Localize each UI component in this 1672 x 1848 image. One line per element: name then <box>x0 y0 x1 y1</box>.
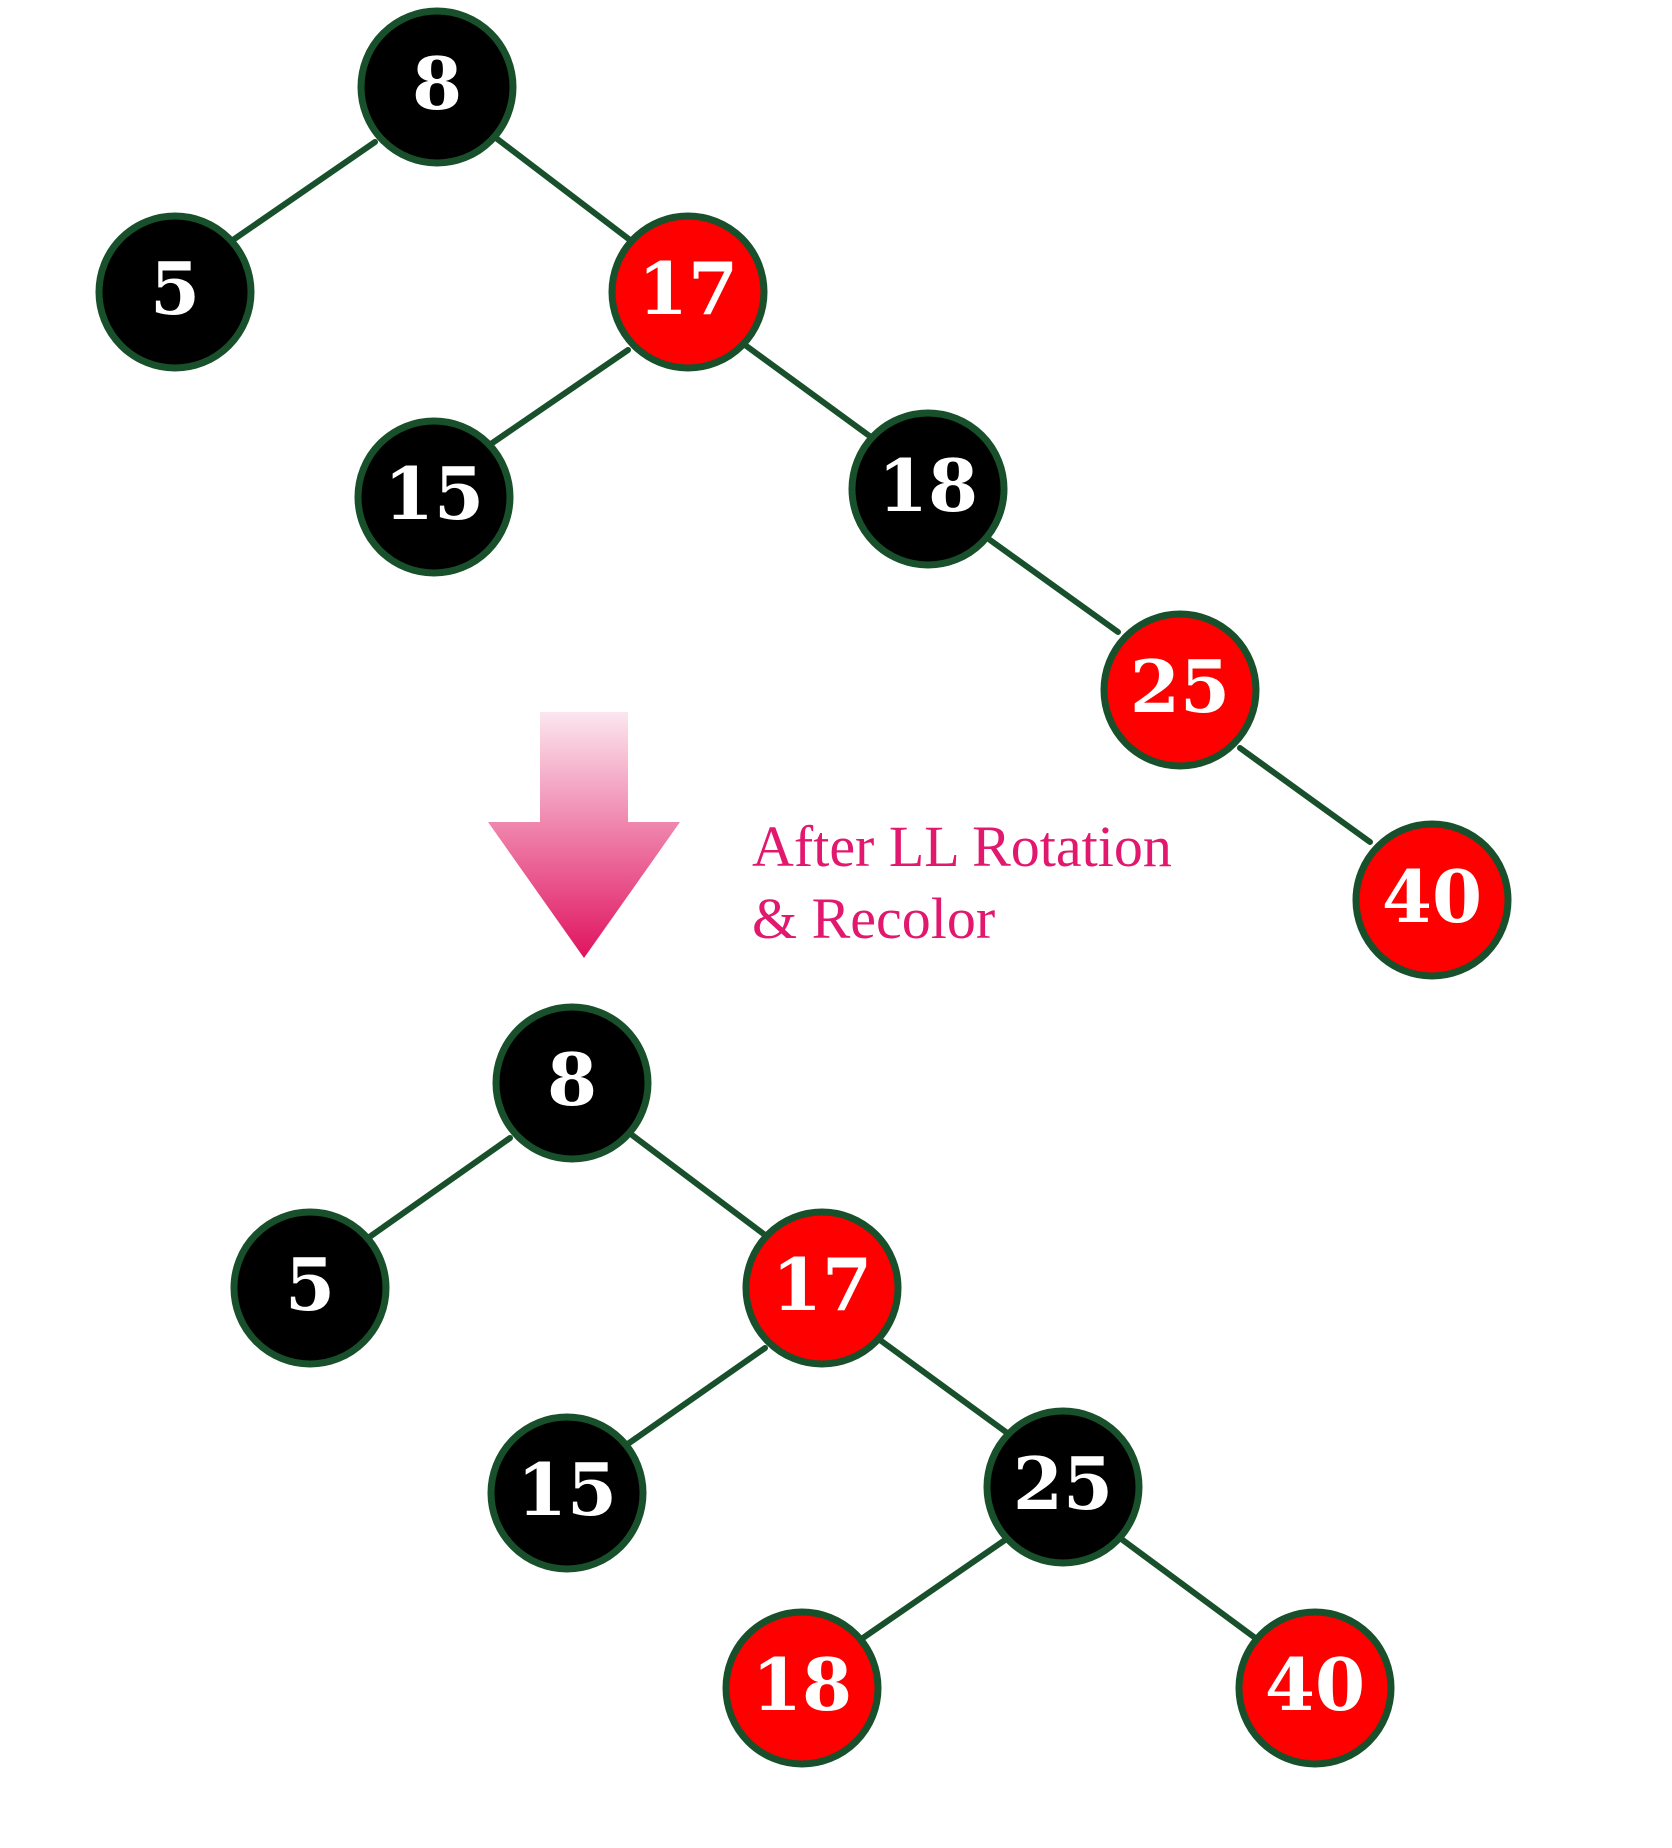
before-node-25-circle <box>1100 610 1260 770</box>
before-node-18-label: 18 <box>878 443 978 528</box>
before-tree-edges <box>227 135 1373 845</box>
before-node-17-circle <box>608 212 768 372</box>
before-node-15-circle <box>354 417 514 577</box>
edge-17-18 <box>742 342 878 443</box>
before-node-25-label: 25 <box>1130 644 1230 729</box>
after-node-18-circle <box>722 1608 882 1768</box>
edge-18-25 <box>987 537 1121 635</box>
after-tree-nodes: 8 5 17 15 25 18 <box>230 1003 1395 1768</box>
after-node-40-circle <box>1235 1608 1395 1768</box>
after-node-15-label: 15 <box>517 1447 617 1532</box>
transition: After LL Rotation & Recolor <box>488 712 1172 958</box>
after-node-40: 40 <box>1235 1608 1395 1768</box>
before-node-8-circle <box>357 7 517 167</box>
before-node-5-circle <box>95 212 255 372</box>
before-node-18-circle <box>848 409 1008 569</box>
before-tree-nodes: 8 5 17 15 18 25 <box>95 7 1512 980</box>
after-node-17-label: 17 <box>772 1242 872 1327</box>
before-node-15: 15 <box>354 417 514 577</box>
before-node-40-label: 40 <box>1382 854 1482 939</box>
down-arrow-icon <box>488 712 680 958</box>
caption-line-2: & Recolor <box>752 886 995 951</box>
after-node-5: 5 <box>230 1208 390 1368</box>
edge-17-15 <box>619 1345 768 1451</box>
edge-8-17 <box>493 135 633 243</box>
after-node-15-circle <box>487 1413 647 1573</box>
edge-17-25 <box>877 1337 1013 1438</box>
after-node-18: 18 <box>722 1608 882 1768</box>
after-node-17: 17 <box>742 1208 902 1368</box>
after-node-15: 15 <box>487 1413 647 1573</box>
after-tree-edges <box>365 1132 1261 1643</box>
edge-8-17 <box>629 1132 768 1238</box>
caption-line-1: After LL Rotation <box>752 814 1172 879</box>
edge-25-18 <box>857 1537 1008 1643</box>
before-node-17-label: 17 <box>638 246 738 331</box>
edge-8-5 <box>227 139 378 245</box>
before-node-18: 18 <box>848 409 1008 569</box>
after-node-8-label: 8 <box>547 1037 597 1122</box>
after-tree: 8 5 17 15 25 18 <box>230 1003 1395 1768</box>
after-node-25: 25 <box>983 1407 1143 1567</box>
before-node-15-label: 15 <box>384 451 484 536</box>
before-node-25: 25 <box>1100 610 1260 770</box>
before-node-40: 40 <box>1352 820 1512 980</box>
after-node-18-label: 18 <box>752 1642 852 1727</box>
before-node-17: 17 <box>608 212 768 372</box>
after-node-17-circle <box>742 1208 902 1368</box>
before-node-5: 5 <box>95 212 255 372</box>
after-node-40-label: 40 <box>1265 1642 1365 1727</box>
after-node-25-label: 25 <box>1013 1441 1113 1526</box>
after-node-8-circle <box>492 1003 652 1163</box>
edge-17-15 <box>482 347 631 451</box>
before-node-8-label: 8 <box>412 41 462 126</box>
edge-25-40 <box>1237 745 1373 845</box>
after-node-5-label: 5 <box>285 1242 335 1327</box>
after-node-8: 8 <box>492 1003 652 1163</box>
after-node-5-circle <box>230 1208 390 1368</box>
before-tree: 8 5 17 15 18 25 <box>95 7 1512 980</box>
before-node-5-label: 5 <box>150 246 200 331</box>
edge-25-40 <box>1117 1535 1261 1643</box>
before-node-40-circle <box>1352 820 1512 980</box>
after-node-25-circle <box>983 1407 1143 1567</box>
edge-8-5 <box>365 1135 513 1241</box>
before-node-8: 8 <box>357 7 517 167</box>
